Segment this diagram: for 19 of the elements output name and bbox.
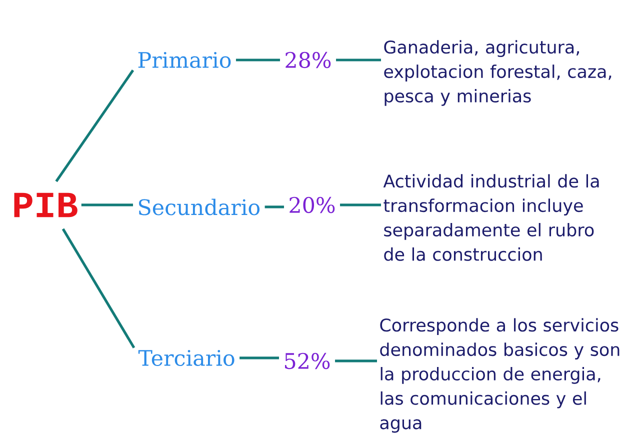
connector-line — [336, 58, 381, 62]
sector-label: Terciario — [138, 350, 234, 366]
connector-line — [236, 58, 280, 62]
connector-line — [335, 360, 377, 362]
percentage-label: 28% — [286, 52, 331, 68]
root-label: PIB — [14, 192, 78, 218]
connector-line — [55, 69, 134, 182]
connector-line — [81, 204, 133, 206]
sector-label: Primario — [138, 52, 231, 68]
description-text: Corresponde a los servicios denominados basicos y son la produccion de energia, las comunicaciones y el agua — [380, 318, 620, 433]
percentage-label: 52% — [285, 352, 330, 370]
sector-label: Secundario — [139, 198, 260, 216]
connector-line — [62, 228, 136, 348]
connector-line — [240, 356, 279, 360]
description-text: Ganaderia, agricutura, explotacion forestal, caza, pesca y minerias — [384, 40, 612, 106]
percentage-label: 20% — [290, 196, 335, 214]
connector-line — [340, 204, 381, 206]
description-text: Actividad industrial de la transformacion incluye separadamente el rubro de la construccion — [383, 174, 599, 261]
connector-line — [264, 206, 284, 208]
